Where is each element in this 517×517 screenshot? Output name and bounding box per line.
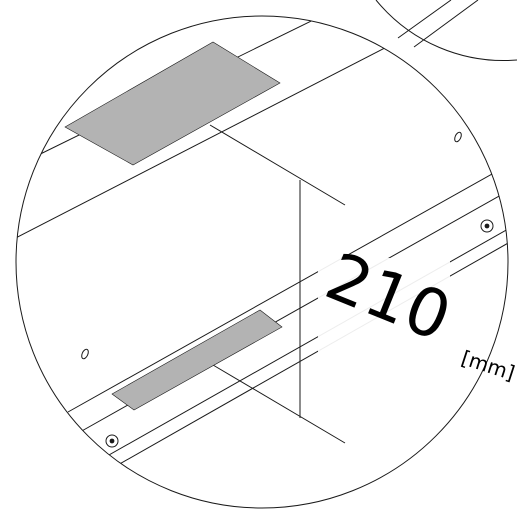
lower-shaded-strip xyxy=(111,309,283,411)
screw-head-icon xyxy=(105,434,119,448)
screw-head-icon xyxy=(480,219,494,233)
upper-shaded-strip xyxy=(64,41,281,166)
dimension-label: 210 [mm] xyxy=(316,238,517,385)
screw-hole-icon xyxy=(81,348,89,360)
screw-hole-icon xyxy=(454,131,462,143)
secondary-detail-circle xyxy=(375,0,517,62)
dimension-label-backdrop xyxy=(318,258,450,358)
vertical-panel xyxy=(209,124,346,444)
